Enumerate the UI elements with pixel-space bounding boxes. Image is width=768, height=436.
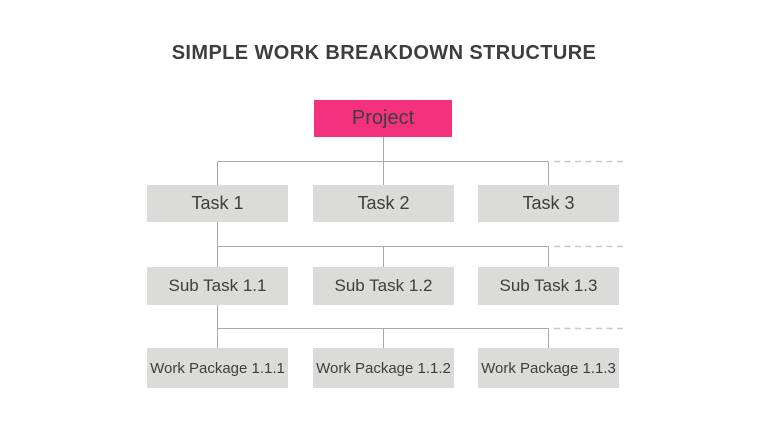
node-project: Project [314, 100, 452, 137]
node-work-package-1-1-2: Work Package 1.1.2 [313, 348, 454, 388]
node-subtask-1-3: Sub Task 1.3 [478, 267, 619, 305]
node-subtask-1-1: Sub Task 1.1 [147, 267, 288, 305]
node-task-1: Task 1 [147, 185, 288, 222]
node-task-3: Task 3 [478, 185, 619, 222]
node-work-package-1-1-1: Work Package 1.1.1 [147, 348, 288, 388]
node-work-package-1-1-3: Work Package 1.1.3 [478, 348, 619, 388]
diagram-title: SIMPLE WORK BREAKDOWN STRUCTURE [171, 42, 597, 64]
node-task-2: Task 2 [313, 185, 454, 222]
node-subtask-1-2: Sub Task 1.2 [313, 267, 454, 305]
